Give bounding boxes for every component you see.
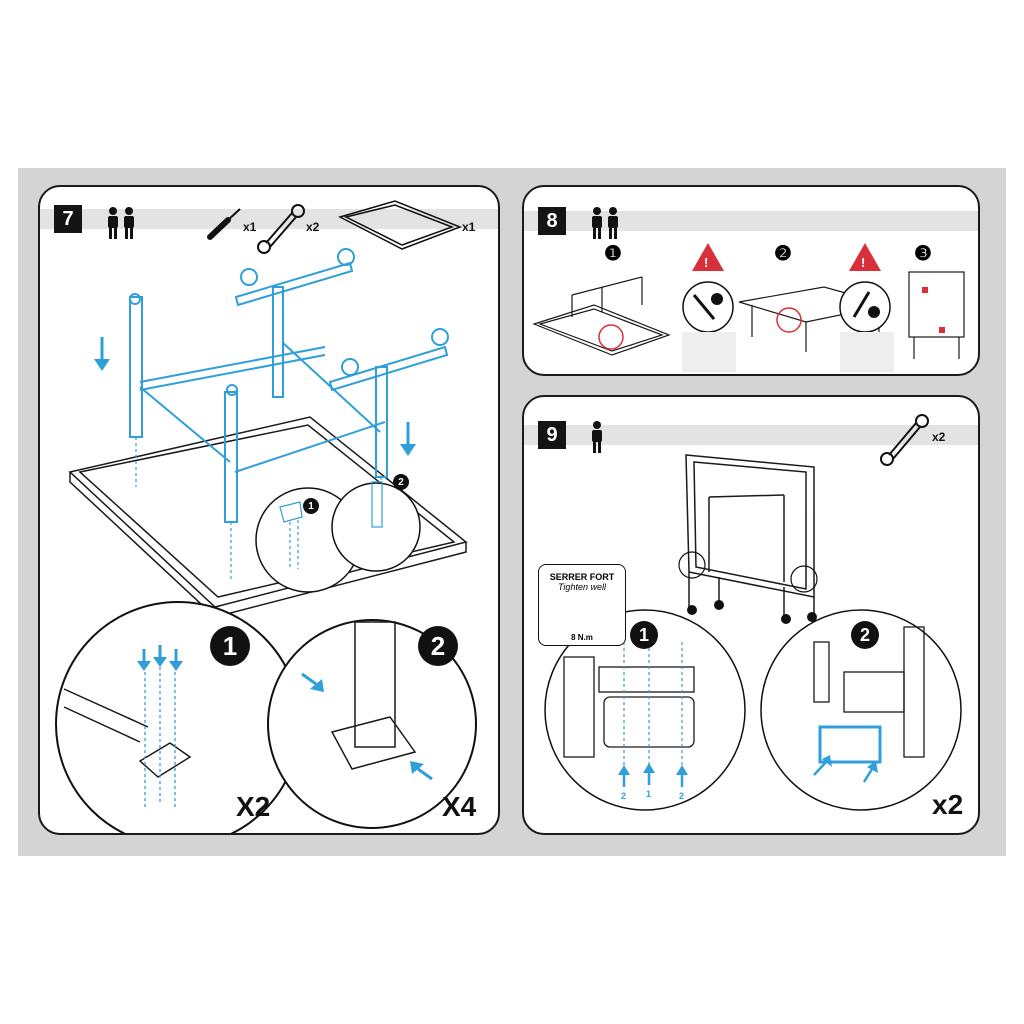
callout-1: 1 — [303, 498, 319, 514]
two-people-icon — [108, 207, 134, 239]
down-arrow-icon — [94, 337, 416, 456]
detail-1-qty: X2 — [236, 791, 271, 822]
detail-1-label: 1 — [210, 626, 250, 666]
step-9-panel: 9 — [522, 395, 980, 835]
two-people-icon — [592, 207, 618, 239]
wrench-icon — [880, 414, 929, 466]
detail-1-circle — [544, 609, 746, 811]
arrow-label: 2 — [621, 791, 627, 801]
screwdriver-icon — [207, 208, 241, 240]
step-9-number: 9 — [538, 421, 566, 449]
one-person-icon — [592, 421, 602, 453]
screwdriver-qty: x1 — [243, 220, 257, 234]
detail-1-label: 1 — [630, 621, 658, 649]
arrow-label: 1 — [646, 789, 652, 799]
warning-icon — [692, 243, 724, 271]
detail-2-qty: X4 — [442, 791, 477, 822]
step-7-number: 7 — [54, 205, 82, 233]
torque-title: SERRER FORT — [549, 572, 615, 582]
arrow-label: 2 — [679, 791, 685, 801]
warning-icon — [849, 243, 881, 271]
step-7-illustration — [55, 200, 477, 833]
step-8-header-strip — [524, 211, 978, 231]
torque-value: 8 N.m — [571, 633, 593, 642]
warning-mark-2: ! — [861, 255, 866, 270]
step-8-illustration — [532, 207, 965, 372]
table-top-qty: x1 — [462, 220, 476, 234]
warning-mark-1: ! — [704, 255, 709, 270]
callout-2: 2 — [393, 474, 409, 490]
step-8-sub-2: ❷ — [774, 243, 792, 265]
torque-box: SERRER FORT Tighten well 8 N.m — [538, 564, 626, 646]
step-9-illustration — [544, 414, 962, 811]
step-8-panel: 8 — [522, 185, 980, 376]
detail-2-label: 2 — [851, 621, 879, 649]
step-7-header-strip — [40, 209, 498, 229]
table-top-icon — [337, 200, 463, 250]
detail-2-label: 2 — [418, 626, 458, 666]
wrench-qty: x2 — [932, 430, 946, 444]
detail-2-circle — [760, 609, 962, 811]
wrench-icon — [257, 204, 305, 254]
step-8-sub-3: ❸ — [914, 243, 932, 265]
step-8-number: 8 — [538, 207, 566, 235]
detail-2-qty: x2 — [932, 789, 964, 820]
torque-subtitle: Tighten well — [558, 582, 606, 592]
detail-2-circle — [267, 619, 477, 829]
step-9-header-strip — [524, 425, 978, 445]
wrench-qty: x2 — [306, 220, 320, 234]
step-8-sub-1: ❶ — [604, 243, 622, 265]
step-7-panel: 7 — [38, 185, 500, 835]
